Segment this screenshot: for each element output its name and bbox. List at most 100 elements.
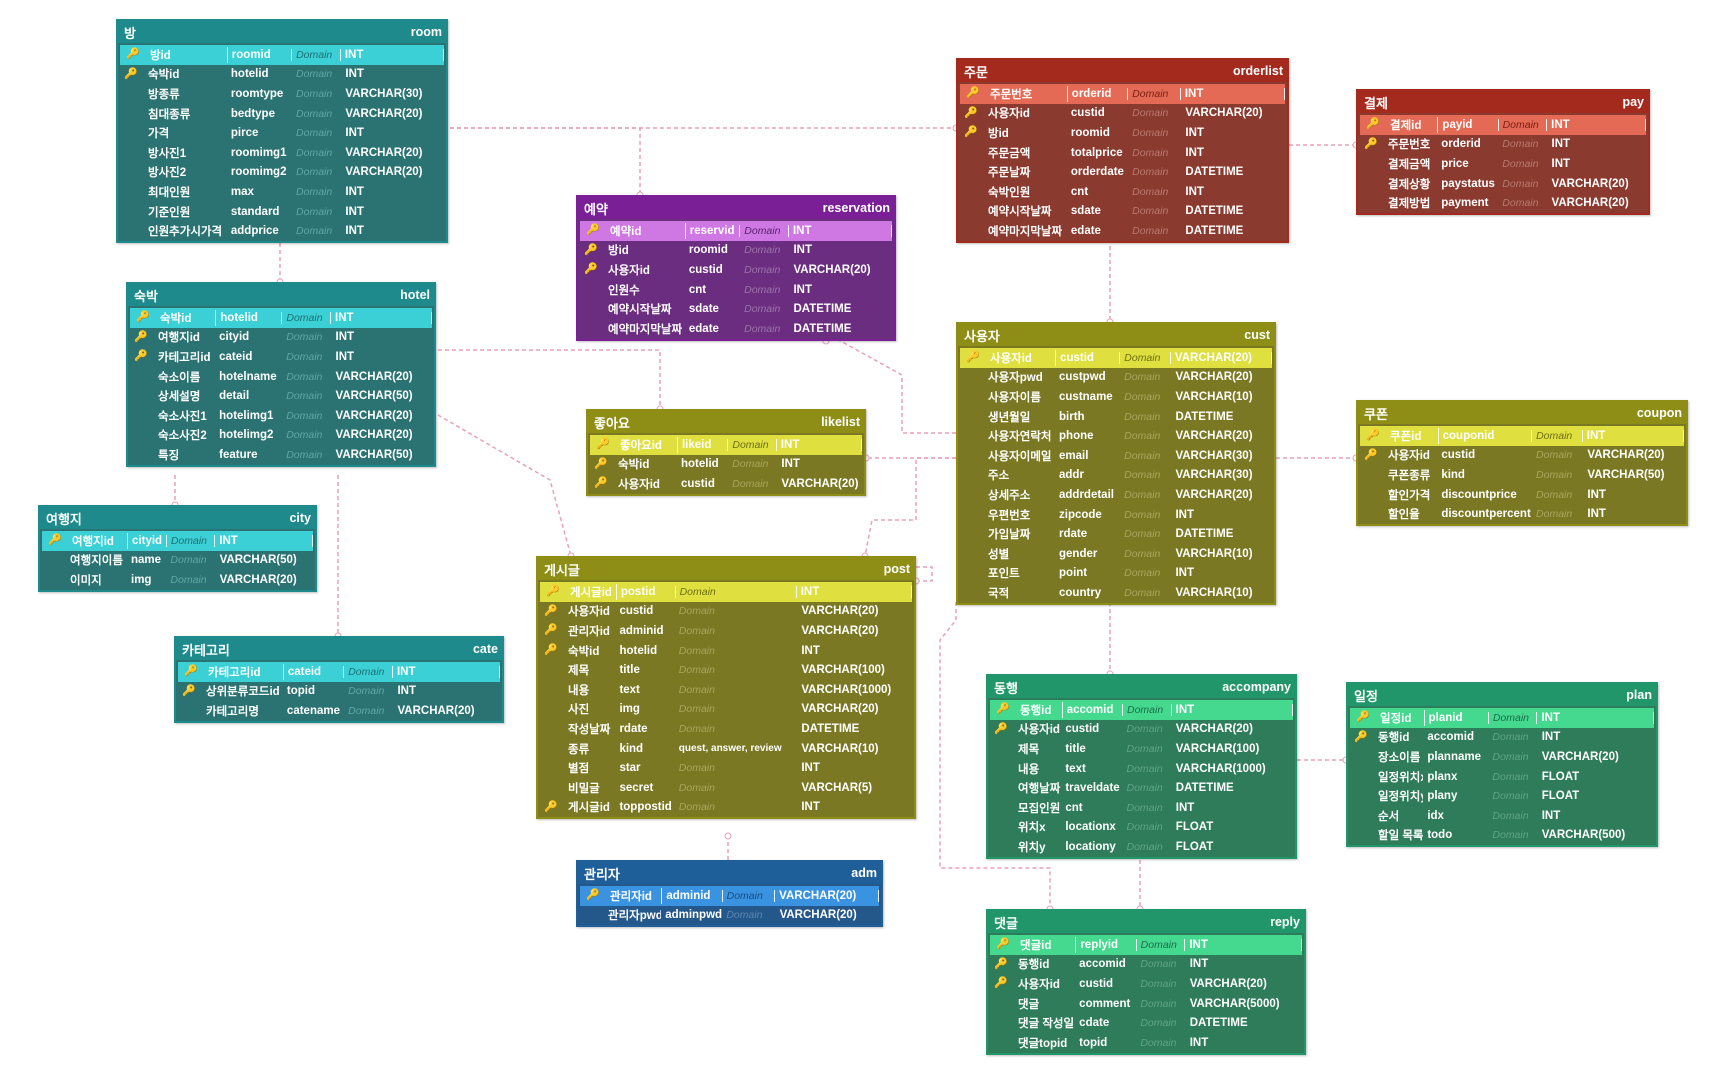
relationship-hotel-post[interactable] bbox=[437, 414, 572, 557]
relationship-post-post[interactable] bbox=[916, 566, 933, 582]
relationship-hotel-likelist[interactable] bbox=[438, 349, 661, 409]
